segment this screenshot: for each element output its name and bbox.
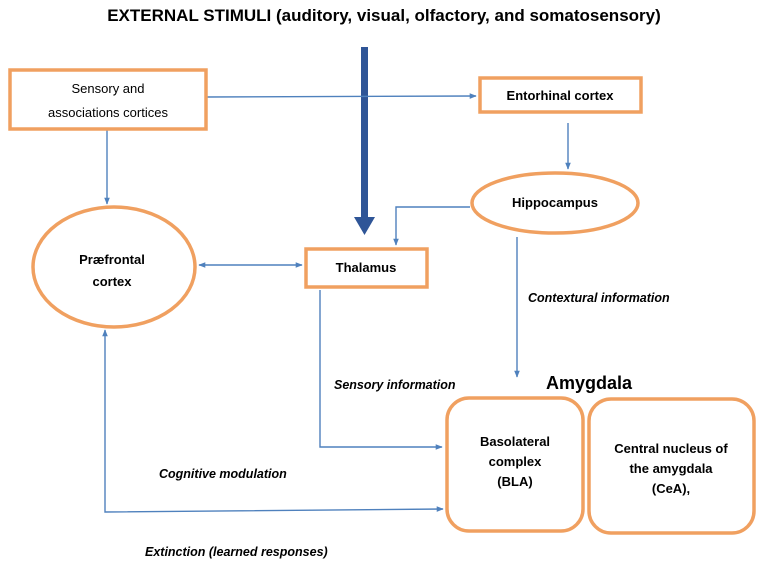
cea-node: Central nucleus of the amygdala (CeA), <box>587 397 756 535</box>
thalamus-label: Thalamus <box>336 260 397 275</box>
prefrontal-cortex-ellipse <box>31 205 197 329</box>
bla-box <box>445 396 585 533</box>
arrow-prefrontal-bla <box>102 329 444 513</box>
bla-node: Basolateral complex (BLA) <box>445 396 585 533</box>
entorhinal-cortex-label: Entorhinal cortex <box>507 88 615 103</box>
diagram-title: EXTERNAL STIMULI (auditory, visual, olfa… <box>107 6 661 25</box>
arrow-thalamus-to-bla <box>319 290 443 450</box>
arrow-hippocampus-to-thalamus <box>393 206 470 246</box>
entorhinal-cortex-box <box>478 76 643 114</box>
bla-line2: complex <box>489 454 543 469</box>
title-main: EXTERNAL STIMULI <box>107 6 271 25</box>
extinction-label: Extinction (learned responses) <box>145 545 328 559</box>
bla-line1: Basolateral <box>480 434 550 449</box>
hippocampus-label: Hippocampus <box>512 195 598 210</box>
sensory-cortices-box <box>8 68 208 131</box>
prefrontal-cortex-node: Præfrontal cortex <box>31 205 197 329</box>
bla-line3: (BLA) <box>497 474 532 489</box>
sensory-information-label: Sensory information <box>334 378 456 392</box>
contextual-information-label: Contextural information <box>528 291 670 305</box>
arrow-sensory-to-entorhinal <box>205 93 477 99</box>
connectors <box>102 93 571 513</box>
sensory-cortices-line1: Sensory and <box>72 81 145 96</box>
cea-box <box>587 397 756 535</box>
title-sub: (auditory, visual, olfactory, and somato… <box>271 6 661 25</box>
thalamus-box <box>304 247 429 289</box>
cea-line1: Central nucleus of <box>614 441 728 456</box>
prefrontal-cortex-line1: Præfrontal <box>79 252 145 267</box>
amygdala-heading: Amygdala <box>546 373 633 393</box>
cognitive-modulation-label: Cognitive modulation <box>159 467 287 481</box>
stimuli-arrow <box>354 47 375 235</box>
hippocampus-ellipse <box>470 171 640 235</box>
sensory-cortices-line2: associations cortices <box>48 105 168 120</box>
sensory-cortices-node: Sensory and associations cortices <box>8 68 208 131</box>
cea-line3: (CeA), <box>652 481 690 496</box>
thalamus-node: Thalamus <box>304 247 429 289</box>
cea-line2: the amygdala <box>629 461 713 476</box>
hippocampus-node: Hippocampus <box>470 171 640 235</box>
entorhinal-cortex-node: Entorhinal cortex <box>478 76 643 114</box>
prefrontal-cortex-line2: cortex <box>92 274 132 289</box>
